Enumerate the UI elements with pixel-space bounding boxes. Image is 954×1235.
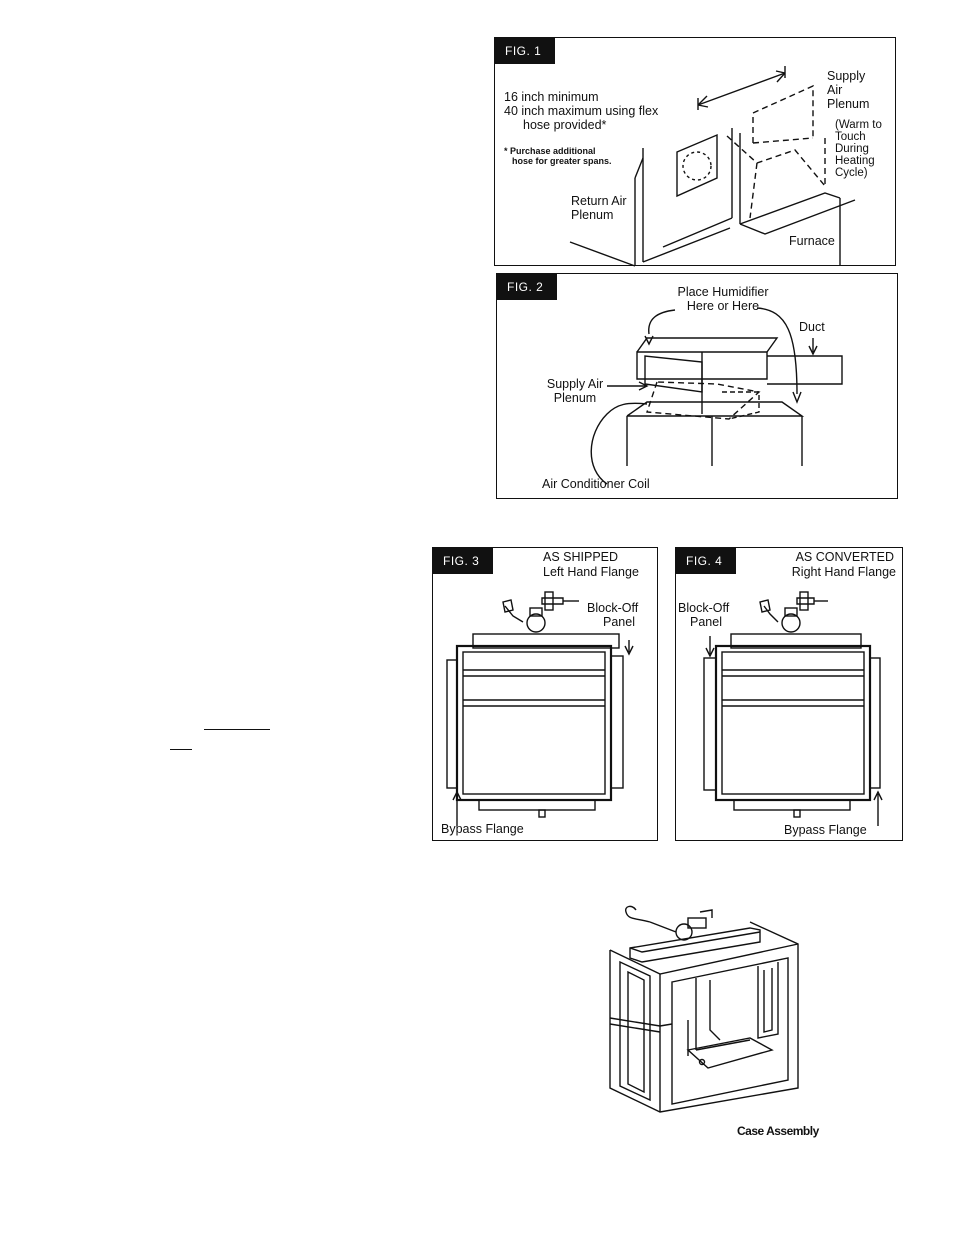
fig-4-block-off-label-1: Block-Off bbox=[678, 601, 730, 615]
figure-2-drawing bbox=[590, 307, 843, 485]
stray-line-2 bbox=[170, 749, 192, 750]
fig-1-warm-label-3: During bbox=[835, 143, 869, 155]
fig-1-tag: FIG. 1 bbox=[495, 38, 556, 64]
case-assembly-caption: Case Assembly bbox=[737, 1124, 819, 1138]
fig-1-return-air-label-1: Return Air bbox=[571, 194, 627, 208]
fig-4-bypass-label: Bypass Flange bbox=[784, 823, 867, 837]
fig-1-span-line-1: 16 inch minimum bbox=[504, 90, 599, 104]
fig-2-supply-label-1: Supply Air bbox=[546, 377, 604, 391]
case-assembly-drawing bbox=[609, 905, 799, 1113]
fig-3-header-2: Left Hand Flange bbox=[543, 565, 639, 579]
figure-4-drawing bbox=[703, 591, 883, 826]
fig-2-supply-label-2: Plenum bbox=[553, 391, 597, 405]
fig-3-bypass-label: Bypass Flange bbox=[441, 822, 524, 836]
fig-1-return-air-label-2: Plenum bbox=[571, 208, 614, 222]
figure-2: FIG. 2 Place Humidifier Here or Here Duc… bbox=[496, 273, 898, 499]
fig-1-supply-label-3: Plenum bbox=[827, 97, 870, 111]
fig-1-warm-label-1: (Warm to bbox=[835, 119, 882, 131]
fig-1-supply-label-2: Air bbox=[827, 83, 843, 97]
fig-1-furnace-label: Furnace bbox=[789, 234, 835, 248]
fig-2-tag: FIG. 2 bbox=[497, 274, 558, 300]
fig-2-place-label-1: Place Humidifier bbox=[677, 285, 769, 299]
fig-4-header-1: AS CONVERTED bbox=[795, 550, 894, 564]
fig-1-warm-label-4: Heating bbox=[835, 155, 875, 167]
stray-line-1 bbox=[204, 729, 270, 730]
fig-2-coil-label: Air Conditioner Coil bbox=[542, 477, 650, 491]
fig-1-supply-label-1: Supply bbox=[827, 69, 866, 83]
figure-1-drawing bbox=[569, 66, 856, 267]
figure-3: FIG. 3 AS SHIPPED Left Hand Flange Block… bbox=[432, 547, 658, 841]
fig-1-warm-label-2: Touch bbox=[835, 131, 866, 143]
fig-3-block-off-label-2: Panel bbox=[603, 615, 635, 629]
fig-3-block-off-label-1: Block-Off bbox=[587, 601, 639, 615]
fig-4-block-off-label-2: Panel bbox=[690, 615, 722, 629]
fig-1-span-line-2: 40 inch maximum using flex bbox=[504, 104, 659, 118]
figure-4: FIG. 4 AS CONVERTED Right Hand Flange Bl… bbox=[675, 547, 903, 841]
fig-2-place-label-2: Here or Here bbox=[686, 299, 760, 313]
fig-1-warm-label-5: Cycle) bbox=[835, 167, 868, 179]
fig-1-note-line-2: hose for greater spans. bbox=[512, 156, 612, 166]
fig-2-duct-label: Duct bbox=[799, 320, 825, 334]
fig-3-header-1: AS SHIPPED bbox=[543, 550, 619, 564]
figure-1: FIG. 1 16 inch minimum 40 inch maximum u… bbox=[494, 37, 896, 267]
figure-3-drawing bbox=[446, 591, 634, 826]
fig-3-tag: FIG. 3 bbox=[433, 548, 494, 574]
fig-4-tag: FIG. 4 bbox=[676, 548, 737, 574]
fig-1-span-line-3: hose provided* bbox=[523, 118, 607, 132]
fig-1-note-line-1: * Purchase additional bbox=[504, 146, 596, 156]
fig-4-header-2: Right Hand Flange bbox=[791, 565, 896, 579]
